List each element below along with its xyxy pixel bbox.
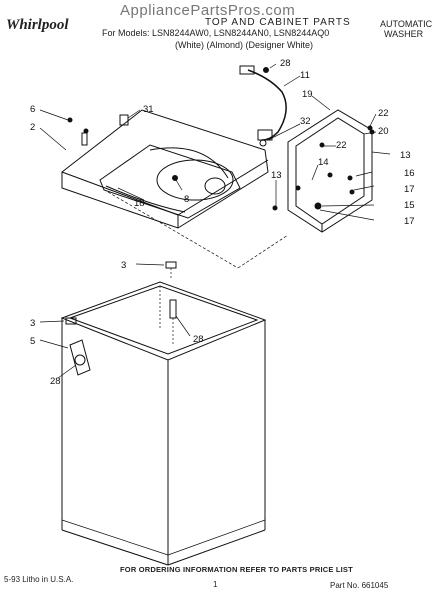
- callout: 2: [30, 122, 35, 133]
- leader-lines: [39, 63, 391, 221]
- callout: 19: [302, 89, 313, 100]
- callout: 28: [50, 376, 61, 387]
- callout: 20: [378, 126, 389, 137]
- watermark: AppliancePartsPros.com: [120, 2, 296, 19]
- category-label: AUTOMATIC: [380, 19, 433, 29]
- callout: 5: [30, 336, 35, 347]
- cabinet: [60, 281, 267, 566]
- top-panel: [61, 109, 269, 229]
- callout: 18: [134, 198, 145, 209]
- callout: 31: [143, 104, 154, 115]
- page-title: TOP AND CABINET PARTS: [205, 17, 351, 28]
- models-line: For Models: LSN8244AW0, LSN8244AN0, LSN8…: [102, 28, 330, 38]
- callout: 28: [193, 334, 204, 345]
- variants-line: (White) (Almond) (Designer White): [175, 40, 314, 50]
- callout: 11: [300, 70, 310, 81]
- callout: 13: [271, 170, 282, 181]
- callout: 22: [378, 108, 389, 119]
- console-frame: [287, 109, 373, 233]
- callout: 15: [404, 200, 415, 211]
- ordering-note: FOR ORDERING INFORMATION REFER TO PARTS …: [120, 565, 353, 574]
- callout: 8: [184, 194, 189, 205]
- print-date: 5-93 Litho in U.S.A.: [4, 575, 74, 584]
- callout: 3: [30, 318, 35, 329]
- callout: 17: [404, 216, 415, 227]
- fasteners: [67, 67, 375, 211]
- callout: 14: [318, 157, 329, 168]
- callout: 32: [300, 116, 311, 127]
- page-number: 1: [213, 580, 218, 589]
- wire-harness: [239, 65, 287, 141]
- callout: 6: [30, 104, 35, 115]
- callout: 3: [121, 260, 126, 271]
- callout: 17: [404, 184, 415, 195]
- callout: 13: [400, 150, 411, 161]
- callout: 16: [404, 168, 415, 179]
- cabinet-fasteners: [39, 261, 191, 379]
- category-sublabel: WASHER: [384, 29, 424, 39]
- whirlpool-logo: Whirlpool: [6, 17, 69, 33]
- top-guide-lines: [107, 191, 289, 269]
- callout-labels: 28 11 19 31 6 2 32 22 20 22 14 13 16 13 …: [30, 58, 415, 387]
- callout: 28: [280, 58, 291, 69]
- callout: 22: [336, 140, 347, 151]
- part-number: Part No. 661045: [330, 581, 389, 590]
